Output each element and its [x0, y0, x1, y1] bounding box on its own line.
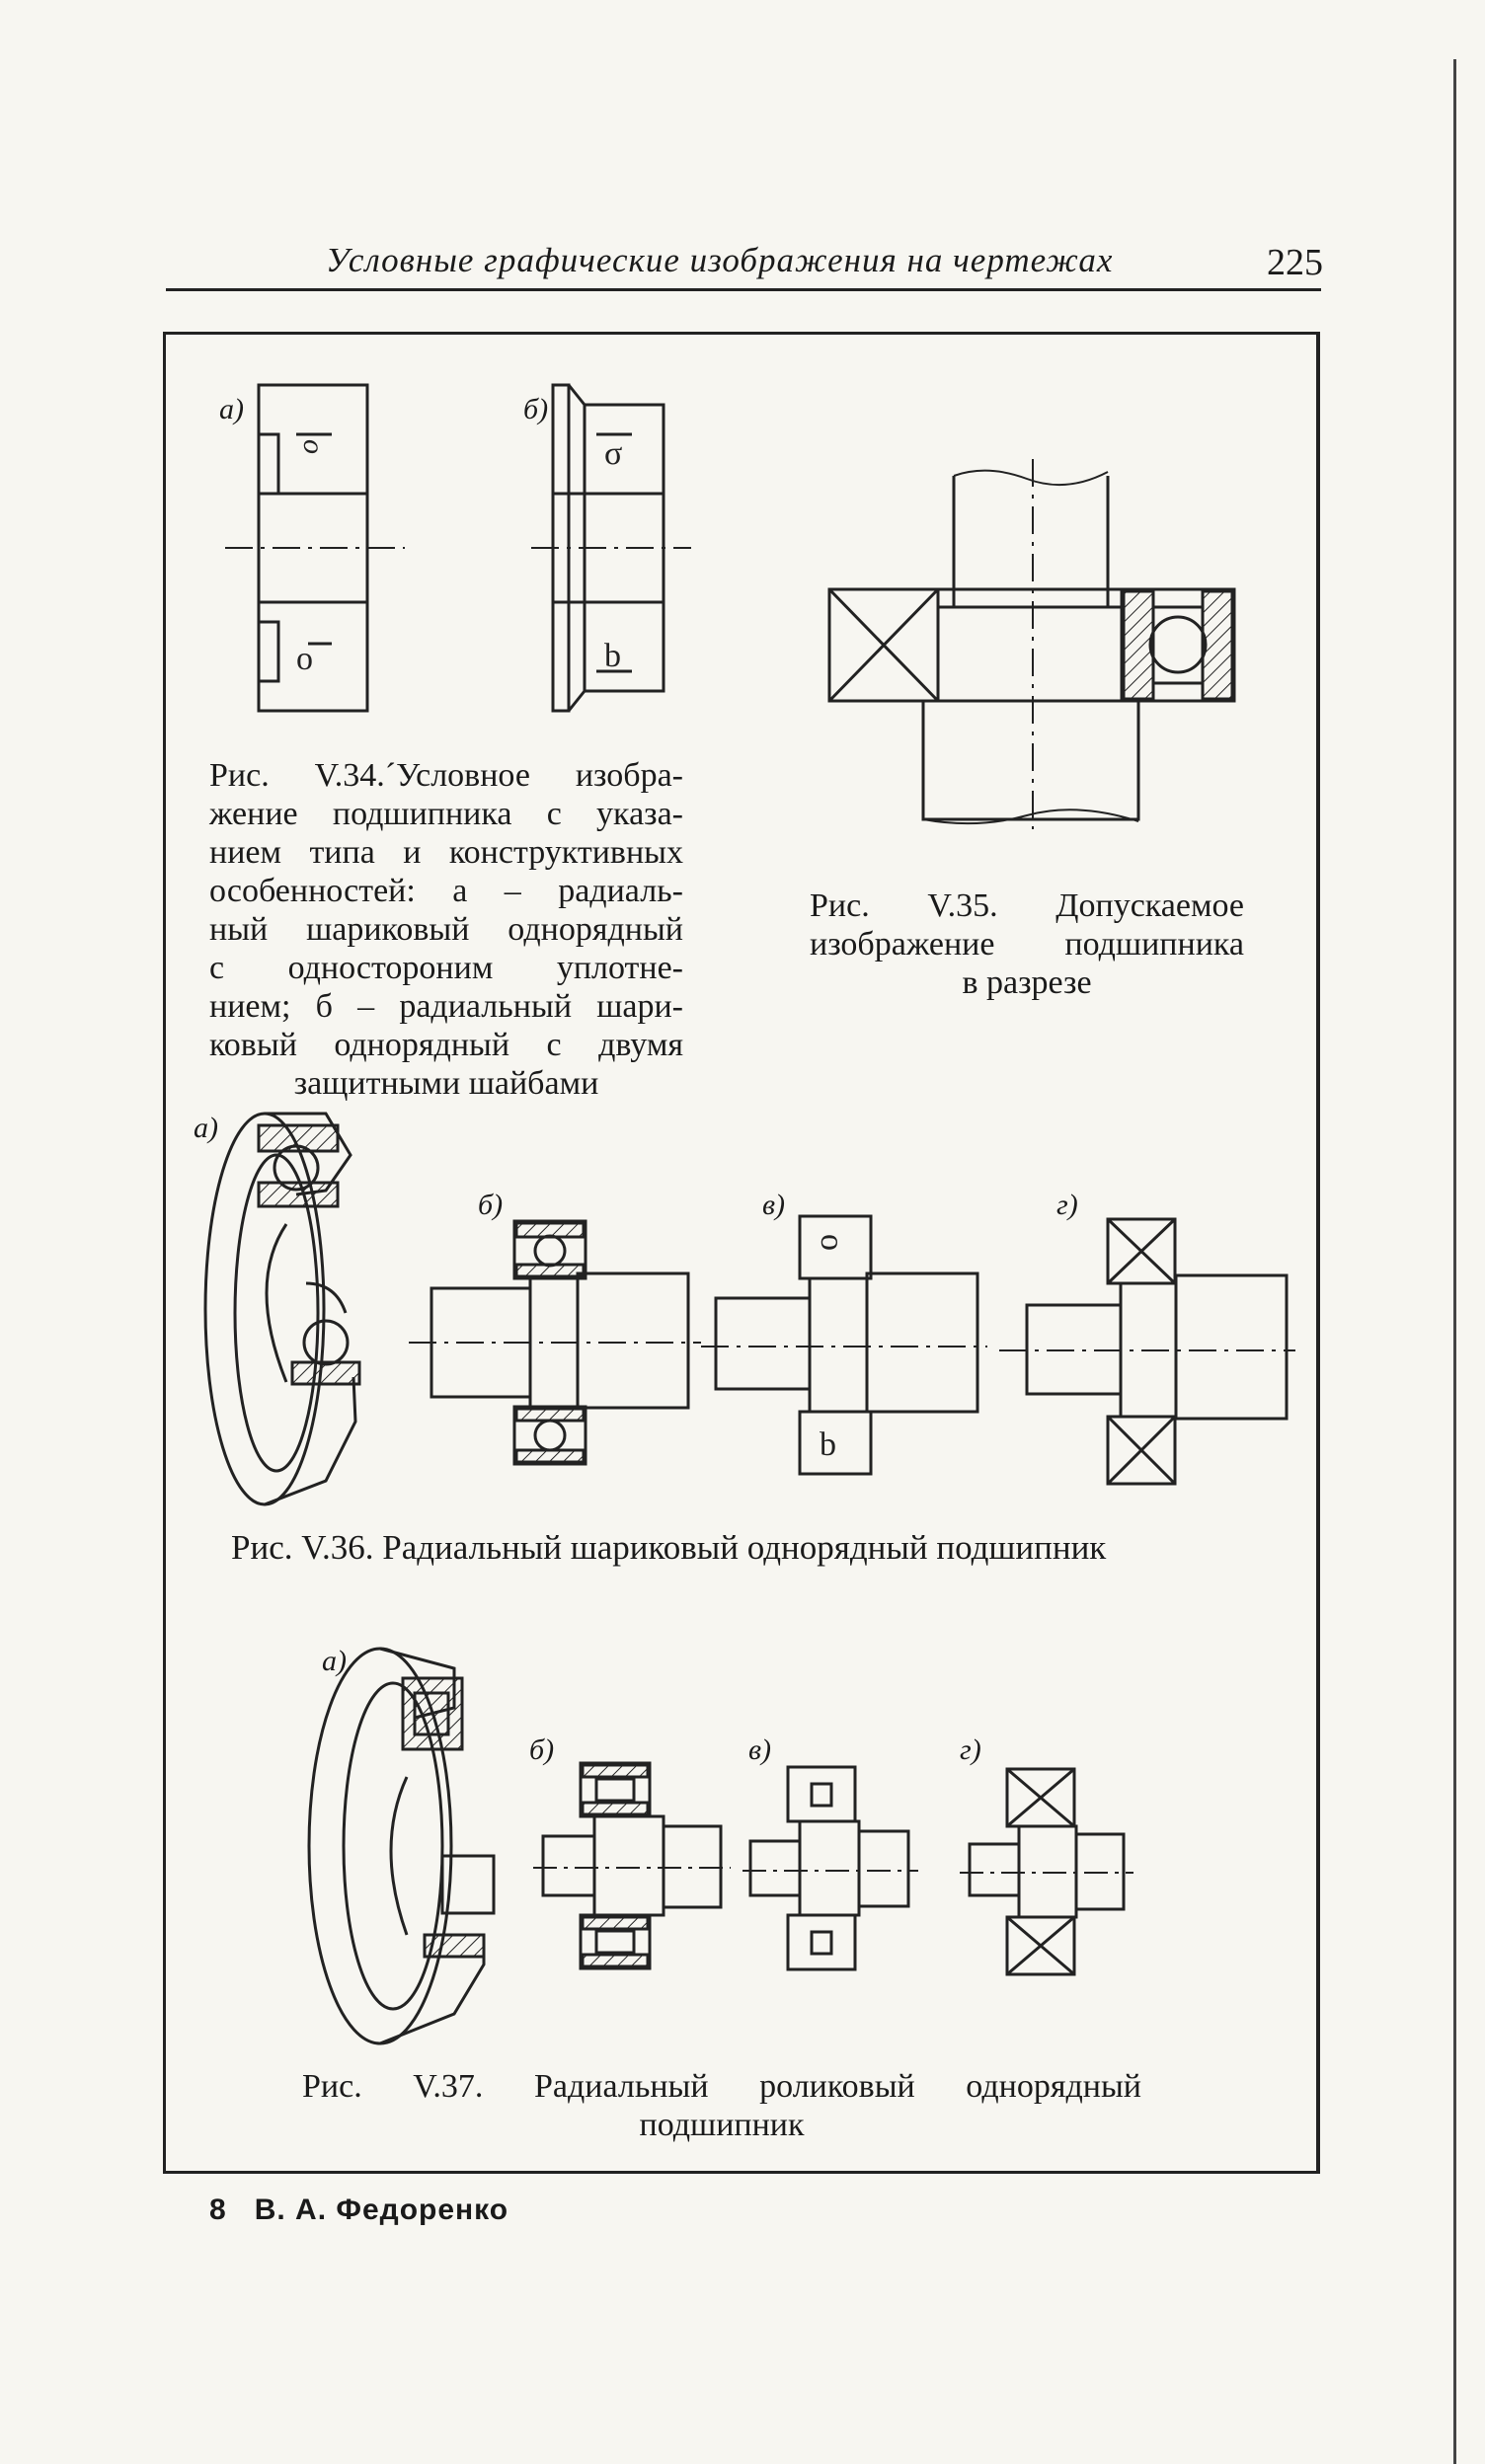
fig37b-drawing	[533, 1761, 731, 1970]
header-rule	[166, 288, 1321, 291]
fig37-label-v: в)	[748, 1733, 772, 1766]
fig36-caption: Рис. V.36. Радиальный шариковый однорядн…	[231, 1528, 1107, 1567]
fig35-drawing	[827, 459, 1236, 829]
svg-text:o: o	[814, 1234, 850, 1251]
figure-frame	[163, 332, 1320, 2174]
fig36g-drawing	[999, 1217, 1295, 1486]
fig34-caption: Рис. V.34.´Условное изобра- жение подшип…	[209, 757, 683, 1102]
fig37a-drawing	[307, 1647, 496, 2045]
fig34-label-b: б)	[523, 393, 549, 425]
fig36-label-b: б)	[478, 1189, 504, 1221]
fig36-label-g: г)	[1056, 1189, 1078, 1221]
page-number: 225	[1267, 242, 1323, 283]
page-footer-signature: 8 В. А. Федоренко	[209, 2194, 509, 2226]
fig36-label-a: а)	[194, 1112, 218, 1144]
fig36v-drawing: o b	[701, 1214, 987, 1476]
fig34a-drawing: o o	[225, 383, 405, 713]
fig37g-drawing	[960, 1767, 1133, 1976]
page-edge-line	[1453, 59, 1456, 2464]
fig37-label-b: б)	[529, 1733, 555, 1766]
fig36a-drawing	[203, 1112, 361, 1506]
fig36-label-v: в)	[762, 1189, 786, 1221]
fig37-caption: Рис. V.37. Радиальный роликовый однорядн…	[302, 2068, 1141, 2143]
svg-text:b: b	[604, 638, 621, 674]
fig34-label-a: а)	[219, 393, 244, 425]
svg-text:o: o	[297, 439, 330, 454]
fig37-label-a: а)	[322, 1645, 347, 1677]
fig34b-drawing: σ b	[531, 383, 691, 713]
svg-text:b: b	[820, 1426, 836, 1463]
fig36b-drawing	[409, 1219, 701, 1466]
fig37v-drawing	[742, 1765, 918, 1971]
fig35-caption: Рис. V.35. Допускаемое изображение подши…	[810, 887, 1244, 1001]
svg-text:o: o	[296, 641, 313, 677]
svg-text:σ: σ	[604, 435, 622, 472]
fig37-label-g: г)	[960, 1733, 981, 1766]
running-header-title: Условные графические изображения на черт…	[326, 241, 1114, 279]
